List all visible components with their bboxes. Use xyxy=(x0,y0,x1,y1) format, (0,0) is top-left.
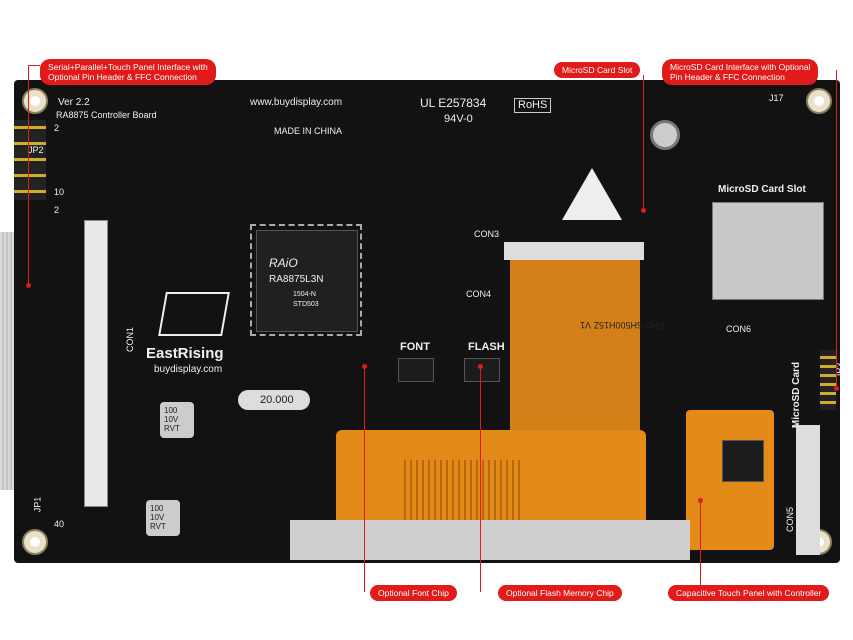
pin-10-label: 10 xyxy=(54,187,65,197)
con1-connector xyxy=(84,220,108,507)
pointer-microsd-iface xyxy=(834,386,839,391)
chip-brand: RAiO xyxy=(269,256,298,270)
eastrising-label: EastRising xyxy=(146,345,224,362)
leader-microsd-slot xyxy=(643,75,644,210)
callout-microsd-interface: MicroSD Card Interface with Optional Pin… xyxy=(662,59,819,85)
con6-label: CON6 xyxy=(726,324,752,334)
made-in-label: MADE IN CHINA xyxy=(274,126,343,136)
leader-font xyxy=(364,366,365,592)
leader-serial xyxy=(28,65,40,66)
flash-label: FLASH xyxy=(468,341,505,353)
con5-connector xyxy=(796,425,820,555)
pointer-touch xyxy=(698,498,703,503)
pointer-microsd-slot xyxy=(641,208,646,213)
microsd-v-label: MicroSD Card xyxy=(791,361,803,429)
pcb-board: Ver 2.2 RA8875 Controller Board www.buyd… xyxy=(14,80,844,563)
eastrising-web-label: buydisplay.com xyxy=(154,364,223,375)
flex-traces xyxy=(404,460,524,530)
callout-flash-chip: Optional Flash Memory Chip xyxy=(498,585,622,601)
rohs-badge: RoHS xyxy=(514,98,552,113)
ul-rating-label: 94V-0 xyxy=(444,113,473,125)
jp2-label: JP2 xyxy=(28,145,44,155)
crystal-oscillator: 20.000 xyxy=(238,390,310,410)
leader-microsd-iface xyxy=(836,70,837,388)
inductor-l2 xyxy=(650,120,680,150)
mount-hole-top-left xyxy=(22,88,48,114)
pin-2b-label: 2 xyxy=(54,205,60,215)
microsd-label: MicroSD Card Slot xyxy=(718,184,806,195)
j17-label: J17 xyxy=(769,93,784,103)
con3-label: CON3 xyxy=(474,229,500,239)
con5-label: CON5 xyxy=(785,506,796,533)
callout-microsd-slot: MicroSD Card Slot xyxy=(554,62,641,78)
callout-touch-panel: Capacitive Touch Panel with Controller xyxy=(668,585,830,601)
con4-label: CON4 xyxy=(466,289,492,299)
capacitor-c21: 100 10V RVT xyxy=(160,402,194,438)
ra8875-chip: RAiO RA8875L3N 1504-N STD503 xyxy=(256,230,358,332)
chip-pins xyxy=(250,224,362,336)
leader-flash xyxy=(480,366,481,592)
capacitor-c20: 100 10V RVT xyxy=(146,500,180,536)
controller-label: RA8875 Controller Board xyxy=(56,110,157,120)
leader-serial-v xyxy=(28,65,29,285)
pin-2-label: 2 xyxy=(54,123,60,133)
version-label: Ver 2.2 xyxy=(58,97,90,108)
con1-label: CON1 xyxy=(125,326,136,353)
leader-touch xyxy=(700,500,701,590)
mount-hole-bottom-left xyxy=(22,529,48,555)
mount-hole-top-right xyxy=(806,88,832,114)
ul-label: UL E257834 xyxy=(420,96,487,110)
touch-controller-chip xyxy=(722,440,764,482)
pin-header-jp3 xyxy=(820,350,836,410)
pin-40-label: 40 xyxy=(54,519,65,529)
chip-code1: 1504-N xyxy=(293,291,316,298)
pointer-flash xyxy=(478,364,483,369)
chip-code2: STD503 xyxy=(293,301,319,308)
pin-header-jp2 xyxy=(14,120,46,200)
jp1-label: JP1 xyxy=(32,496,43,513)
fpc-label: FPC-SH500H15Z V1 xyxy=(580,320,665,330)
pointer-serial xyxy=(26,283,31,288)
website-label: www.buydisplay.com xyxy=(250,97,343,108)
eastrising-logo-icon xyxy=(158,292,230,336)
flash-chip-footprint xyxy=(464,358,500,382)
font-chip-footprint xyxy=(398,358,434,382)
microsd-card-slot xyxy=(712,202,824,300)
esd-warning-icon xyxy=(562,168,622,220)
lcd-panel-edge xyxy=(290,520,690,560)
crystal-label: 20.000 xyxy=(260,394,294,406)
chip-part: RA8875L3N xyxy=(269,274,324,285)
pointer-font xyxy=(362,364,367,369)
callout-font-chip: Optional Font Chip xyxy=(370,585,457,601)
callout-serial-interface: Serial+Parallel+Touch Panel Interface wi… xyxy=(40,59,216,85)
con3-connector xyxy=(504,242,644,260)
font-label: FONT xyxy=(400,341,430,353)
